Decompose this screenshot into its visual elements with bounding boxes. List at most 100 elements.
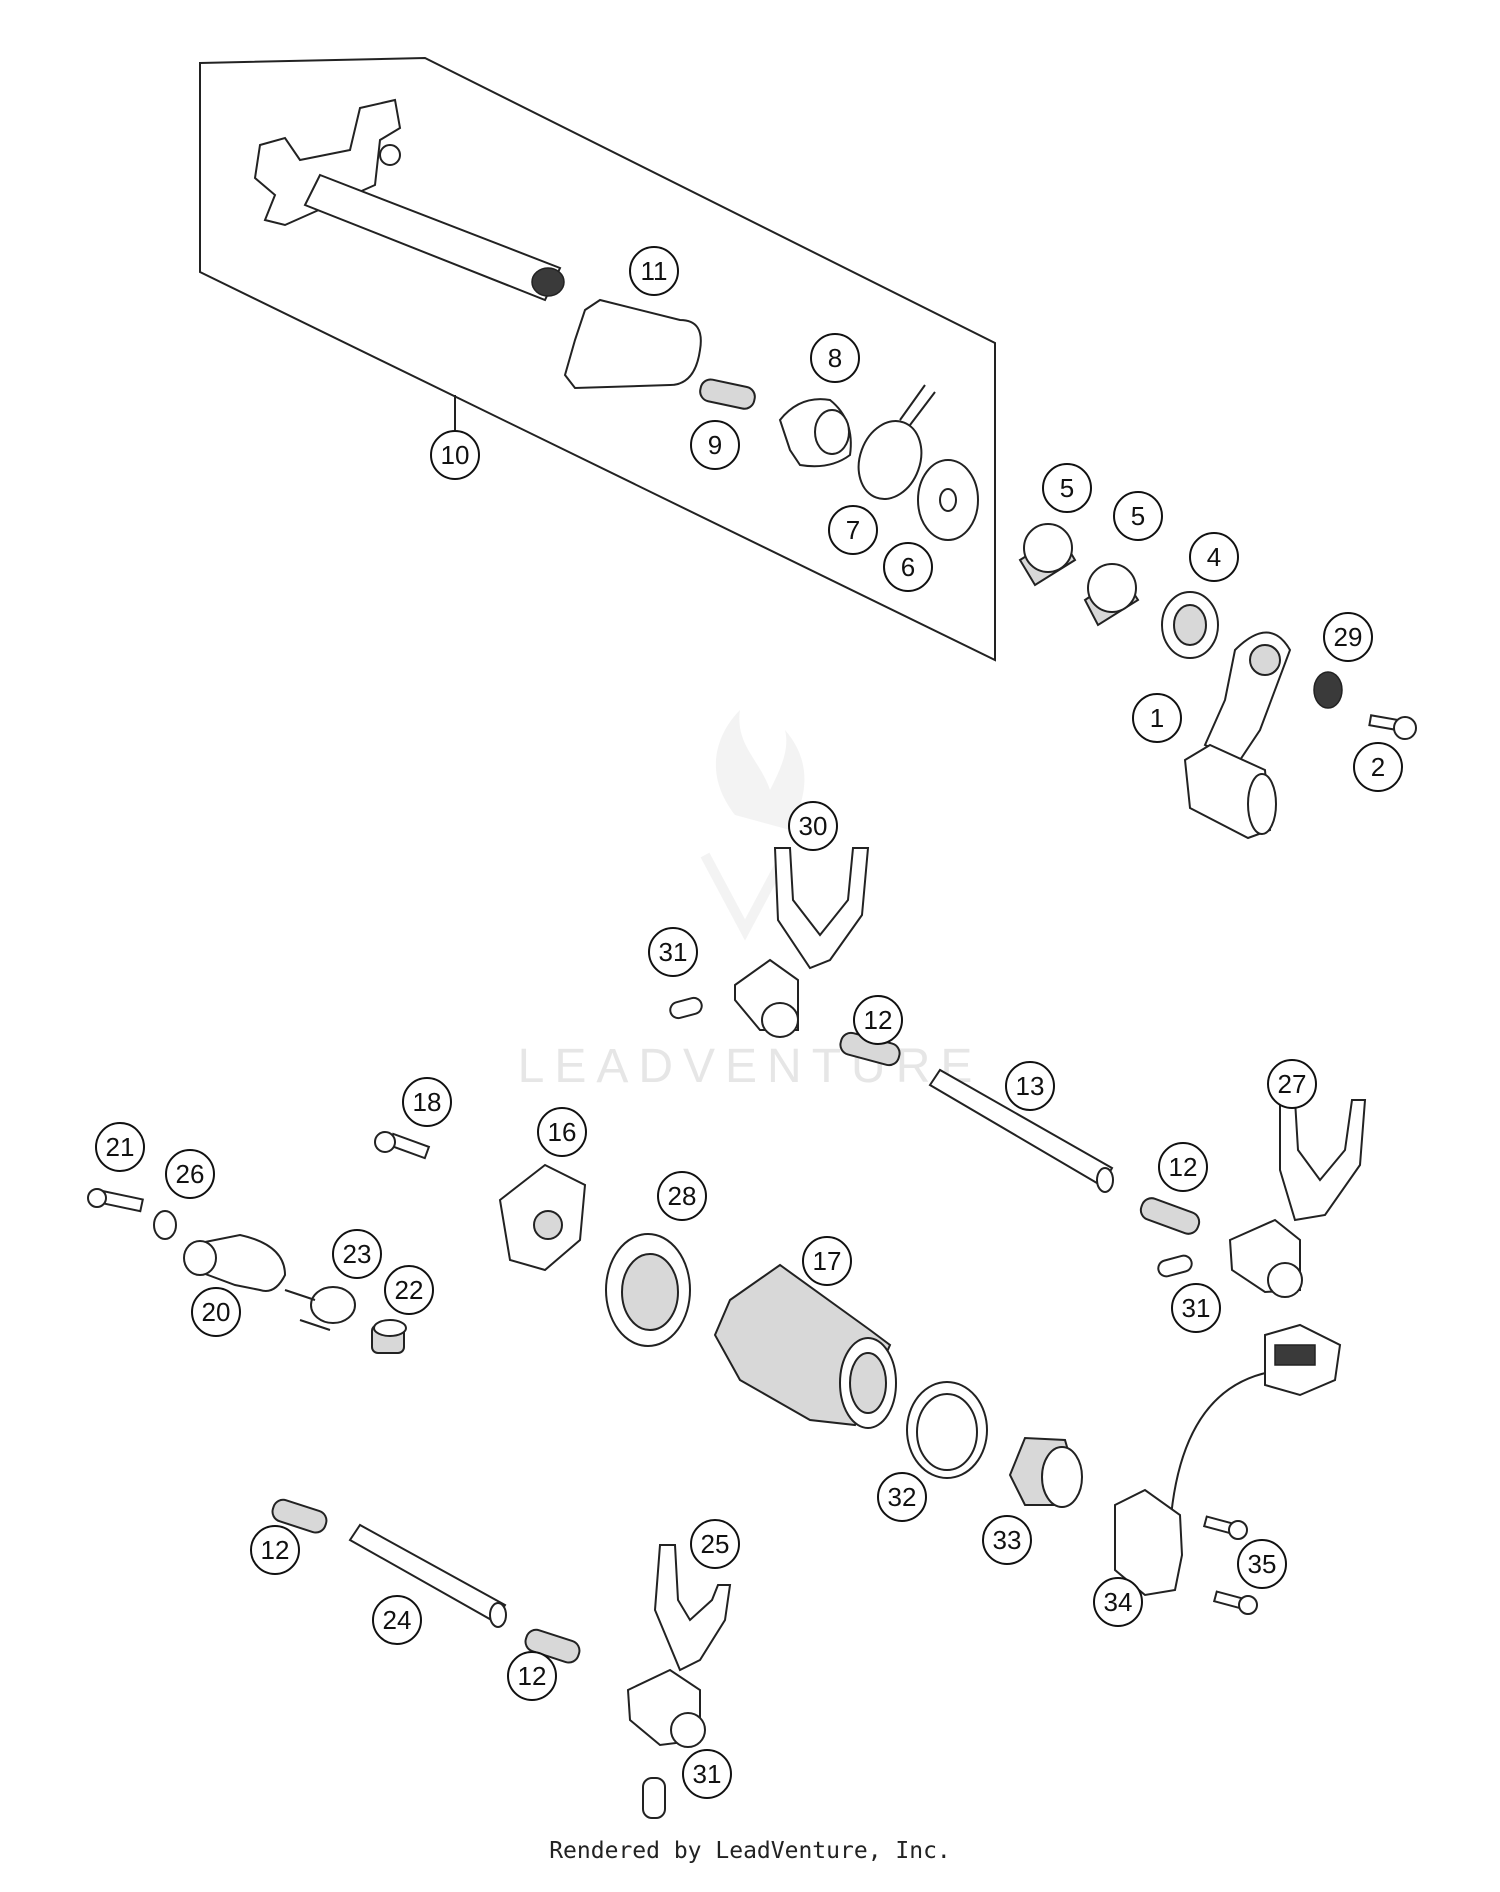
callout-circle bbox=[648, 927, 698, 977]
callout-number: 31 bbox=[693, 1759, 722, 1789]
callout-23[interactable]: 23 bbox=[332, 1229, 382, 1279]
callout-4[interactable]: 4 bbox=[1189, 532, 1239, 582]
callout-circle bbox=[629, 246, 679, 296]
callout-circle bbox=[877, 1472, 927, 1522]
callout-13[interactable]: 13 bbox=[1005, 1061, 1055, 1111]
watermark-text: LEADVENTURE bbox=[518, 1040, 983, 1093]
callout-circle bbox=[690, 420, 740, 470]
part-22-sleeve bbox=[371, 1319, 407, 1354]
callout-31a[interactable]: 31 bbox=[648, 927, 698, 977]
part-21-bolt bbox=[87, 1188, 144, 1213]
callout-26[interactable]: 26 bbox=[165, 1149, 215, 1199]
callout-number: 27 bbox=[1278, 1069, 1307, 1099]
part-12-spring-c bbox=[271, 1498, 328, 1534]
part-18-bolt bbox=[374, 1131, 431, 1160]
callout-12a[interactable]: 12 bbox=[853, 995, 903, 1045]
callout-number: 16 bbox=[548, 1117, 577, 1147]
callout-number: 10 bbox=[441, 440, 470, 470]
callout-number: 12 bbox=[1169, 1152, 1198, 1182]
callout-circle bbox=[1093, 1577, 1143, 1627]
callout-31b[interactable]: 31 bbox=[1171, 1283, 1221, 1333]
callout-25[interactable]: 25 bbox=[690, 1519, 740, 1569]
callout-number: 20 bbox=[202, 1297, 231, 1327]
callout-28[interactable]: 28 bbox=[657, 1171, 707, 1221]
callout-5a[interactable]: 5 bbox=[1042, 463, 1092, 513]
callout-circle bbox=[430, 430, 480, 480]
callout-number: 34 bbox=[1104, 1587, 1133, 1617]
callout-18[interactable]: 18 bbox=[402, 1077, 452, 1127]
callout-number: 24 bbox=[383, 1605, 412, 1635]
callout-circle bbox=[1132, 693, 1182, 743]
callout-number: 35 bbox=[1248, 1549, 1277, 1579]
part-9-spring bbox=[699, 378, 756, 410]
callout-number: 13 bbox=[1016, 1071, 1045, 1101]
part-24-rod bbox=[348, 1523, 507, 1624]
callout-number: 22 bbox=[395, 1275, 424, 1305]
callout-circle bbox=[883, 542, 933, 592]
callout-16[interactable]: 16 bbox=[537, 1107, 587, 1157]
callout-number: 21 bbox=[106, 1132, 135, 1162]
callout-circle bbox=[690, 1519, 740, 1569]
part-31-pin-c bbox=[642, 1777, 666, 1819]
callout-circle bbox=[250, 1525, 300, 1575]
callout-17[interactable]: 17 bbox=[802, 1236, 852, 1286]
callout-number: 26 bbox=[176, 1159, 205, 1189]
callout-number: 5 bbox=[1060, 473, 1074, 503]
callout-circle bbox=[1171, 1283, 1221, 1333]
callout-27[interactable]: 27 bbox=[1267, 1059, 1317, 1109]
callout-12d[interactable]: 12 bbox=[507, 1651, 557, 1701]
callout-number: 30 bbox=[799, 811, 828, 841]
callout-number: 31 bbox=[659, 937, 688, 967]
callout-20[interactable]: 20 bbox=[191, 1287, 241, 1337]
watermark-logo bbox=[700, 710, 805, 941]
callout-9[interactable]: 9 bbox=[690, 420, 740, 470]
callout-number: 17 bbox=[813, 1246, 842, 1276]
callout-circle bbox=[657, 1171, 707, 1221]
callout-10[interactable]: 10 bbox=[430, 430, 480, 480]
callout-31c[interactable]: 31 bbox=[682, 1749, 732, 1799]
callout-circle bbox=[95, 1122, 145, 1172]
callout-24[interactable]: 24 bbox=[372, 1595, 422, 1645]
callout-number: 6 bbox=[901, 552, 915, 582]
callout-circle bbox=[537, 1107, 587, 1157]
callout-22[interactable]: 22 bbox=[384, 1265, 434, 1315]
callout-circle bbox=[1042, 463, 1092, 513]
callout-circle bbox=[1189, 532, 1239, 582]
callout-11[interactable]: 11 bbox=[629, 246, 679, 296]
callout-12c[interactable]: 12 bbox=[250, 1525, 300, 1575]
callout-circle bbox=[402, 1077, 452, 1127]
callout-number: 7 bbox=[846, 515, 860, 545]
part-6-washer bbox=[917, 459, 979, 541]
callout-32[interactable]: 32 bbox=[877, 1472, 927, 1522]
callout-33[interactable]: 33 bbox=[982, 1515, 1032, 1565]
part-13-rod bbox=[928, 1068, 1114, 1188]
callout-circle bbox=[1267, 1059, 1317, 1109]
callout-1[interactable]: 1 bbox=[1132, 693, 1182, 743]
callout-12b[interactable]: 12 bbox=[1158, 1142, 1208, 1192]
part-28-bearing bbox=[605, 1233, 691, 1347]
part-31-pin-a bbox=[669, 996, 703, 1020]
callout-6[interactable]: 6 bbox=[883, 542, 933, 592]
callout-5b[interactable]: 5 bbox=[1113, 491, 1163, 541]
callout-circle bbox=[165, 1149, 215, 1199]
callout-35[interactable]: 35 bbox=[1237, 1539, 1287, 1589]
callout-7[interactable]: 7 bbox=[828, 505, 878, 555]
callout-circle bbox=[982, 1515, 1032, 1565]
callout-21[interactable]: 21 bbox=[95, 1122, 145, 1172]
part-26-washer bbox=[153, 1210, 177, 1240]
callout-8[interactable]: 8 bbox=[810, 333, 860, 383]
callout-number: 12 bbox=[518, 1661, 547, 1691]
part-35-bolts bbox=[1202, 1515, 1258, 1615]
callout-29[interactable]: 29 bbox=[1323, 612, 1373, 662]
callout-circle bbox=[828, 505, 878, 555]
part-12-spring-d bbox=[524, 1628, 581, 1664]
callout-circle bbox=[810, 333, 860, 383]
callout-circle bbox=[191, 1287, 241, 1337]
callout-number: 18 bbox=[413, 1087, 442, 1117]
part-shift-shaft bbox=[253, 98, 565, 302]
callout-2[interactable]: 2 bbox=[1353, 742, 1403, 792]
part-4-seal bbox=[1161, 591, 1219, 659]
callout-30[interactable]: 30 bbox=[788, 801, 838, 851]
callout-34[interactable]: 34 bbox=[1093, 1577, 1143, 1627]
